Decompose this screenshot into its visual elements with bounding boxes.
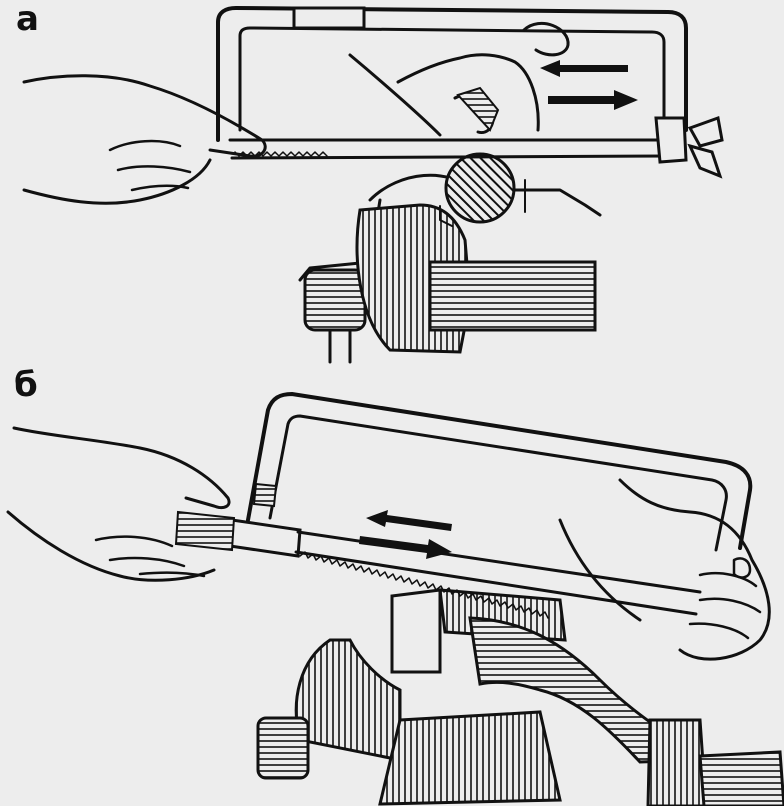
vise-screw-b bbox=[256, 716, 310, 780]
stroke-direction-arrows-b bbox=[359, 510, 452, 559]
hacksaw-frame-a bbox=[216, 6, 724, 179]
left-hand-a bbox=[22, 74, 267, 205]
right-hand-a bbox=[348, 53, 540, 137]
hacksaw-frame-b bbox=[174, 392, 753, 619]
left-hand-b bbox=[6, 426, 231, 582]
stroke-direction-arrows-a bbox=[540, 60, 638, 110]
right-hand-b bbox=[558, 478, 771, 661]
vise-screw-a bbox=[303, 268, 367, 332]
panel-b bbox=[6, 392, 784, 806]
panel-label-b: б bbox=[14, 365, 38, 405]
tension-wing-nut bbox=[654, 116, 688, 164]
vise-slide-a bbox=[428, 260, 597, 332]
round-workpiece bbox=[444, 152, 516, 224]
vise-b bbox=[256, 588, 784, 806]
vise-jaw-left bbox=[390, 588, 442, 674]
saw-handle-b bbox=[174, 510, 236, 552]
panel-label-a: а bbox=[16, 0, 39, 39]
vise-a bbox=[298, 173, 602, 364]
panel-a bbox=[22, 6, 724, 364]
